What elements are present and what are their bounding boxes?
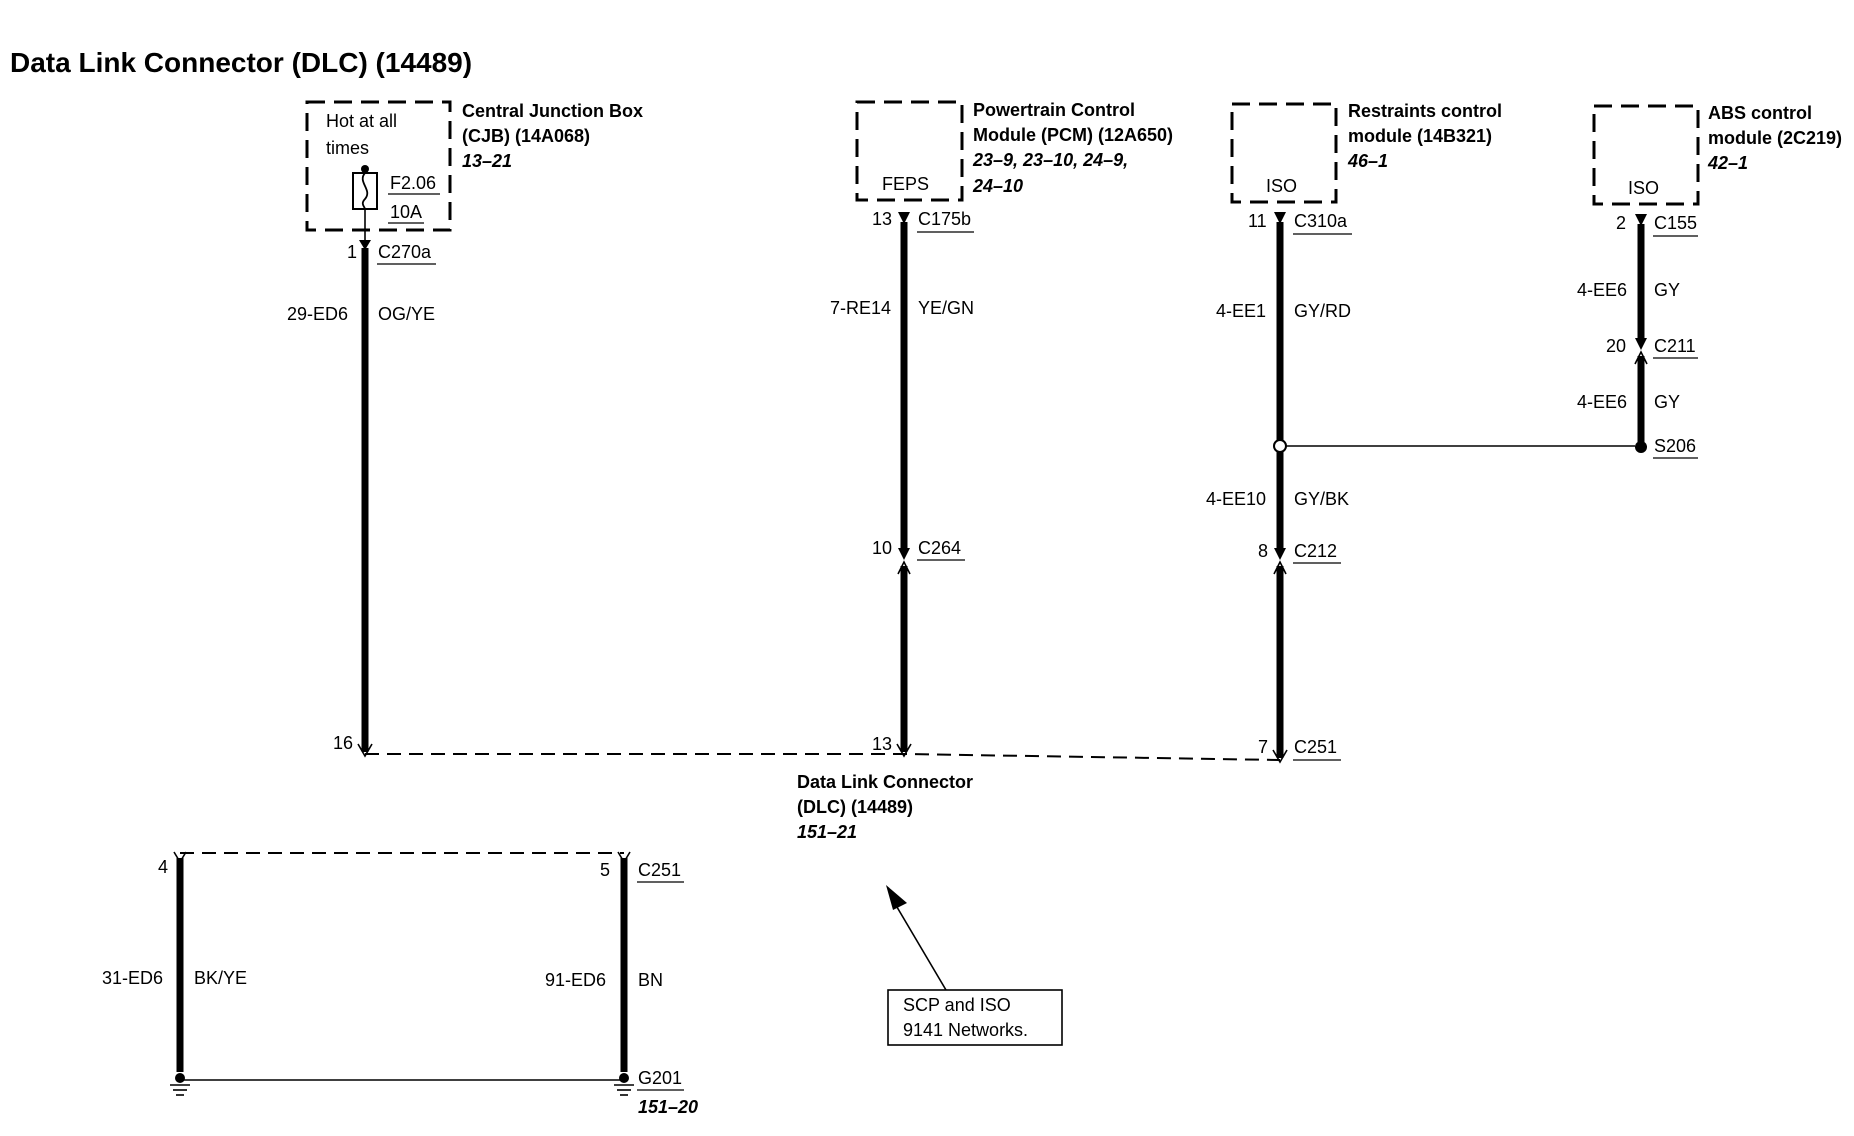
- pin-label: 5: [600, 860, 610, 880]
- circuit-label: 4-EE10: [1206, 489, 1266, 509]
- pin-label: 7: [1258, 737, 1268, 757]
- pin-label: 1: [347, 242, 357, 262]
- callout-text-2: 9141 Networks.: [903, 1020, 1028, 1040]
- wire-color-label: GY: [1654, 392, 1680, 412]
- callout-text: SCP and ISO: [903, 995, 1011, 1015]
- pin-label: 13: [872, 734, 892, 754]
- connector-label: C211: [1654, 336, 1696, 356]
- pin-label: 13: [872, 209, 892, 229]
- ground-icon: [170, 1073, 190, 1096]
- rcm-module-box: [1230, 102, 1338, 204]
- circuit-label: 7-RE14: [830, 298, 891, 318]
- circuit-label: 91-ED6: [545, 970, 606, 990]
- cjb-name: Central Junction Box: [462, 101, 643, 121]
- dlc-name-2: (DLC) (14489): [797, 797, 913, 817]
- splice-dot: [1635, 441, 1647, 453]
- ground-icon: [614, 1073, 634, 1096]
- cjb-name-2: (CJB) (14A068): [462, 126, 590, 146]
- fuse-rating: 10A: [390, 202, 422, 222]
- pin-label: 2: [1616, 213, 1626, 233]
- connector-label: C175b: [918, 209, 971, 229]
- ground-ref: 151–20: [638, 1097, 698, 1117]
- dlc-name: Data Link Connector: [797, 772, 973, 792]
- rcm-name-2: module (14B321): [1348, 126, 1492, 146]
- pin-label: 20: [1606, 336, 1626, 356]
- circuit-label: 29-ED6: [287, 304, 348, 324]
- abs-module-box: [1592, 104, 1700, 206]
- pcm-ref: 23–9, 23–10, 24–9,: [972, 150, 1128, 170]
- rcm-ref: 46–1: [1347, 151, 1388, 171]
- callout-box: [887, 989, 1063, 1046]
- pcm-inner-label: FEPS: [882, 174, 929, 194]
- connector-arrow-icon: [359, 240, 371, 250]
- pcm-module-box: [855, 100, 964, 202]
- callout-arrow-line: [893, 901, 947, 991]
- connector-arrow-icon: [1635, 214, 1647, 226]
- wire-color-label: YE/GN: [918, 298, 974, 318]
- connector-arrow-icon: [1274, 212, 1286, 224]
- wire-color-label: BK/YE: [194, 968, 247, 988]
- pcm-name: Powertrain Control: [973, 100, 1135, 120]
- connector-label: C264: [918, 538, 961, 558]
- abs-ref: 42–1: [1707, 153, 1748, 173]
- fuse-label: F2.06: [390, 173, 436, 193]
- circuit-label: 31-ED6: [102, 968, 163, 988]
- splice-label: S206: [1654, 436, 1696, 456]
- connector-label: C155: [1654, 213, 1697, 233]
- abs-name: ABS control: [1708, 103, 1812, 123]
- pin-label: 10: [872, 538, 892, 558]
- connector-label: C270a: [378, 242, 432, 262]
- page-title: Data Link Connector (DLC) (14489): [10, 47, 472, 78]
- circuit-label: 4-EE1: [1216, 301, 1266, 321]
- circuit-label: 4-EE6: [1577, 392, 1627, 412]
- pin-label: 16: [333, 733, 353, 753]
- wire-color-label: GY/RD: [1294, 301, 1351, 321]
- dlc-connector-outline: [365, 753, 1281, 761]
- pcm-ref-2: 24–10: [972, 176, 1023, 196]
- cjb-hot-label: Hot at all: [326, 111, 397, 131]
- connector-arrow-icon: [898, 212, 910, 224]
- wire-color-label: GY/BK: [1294, 489, 1349, 509]
- cjb-hot-label-2: times: [326, 138, 369, 158]
- connector-label: C212: [1294, 541, 1337, 561]
- rcm-name: Restraints control: [1348, 101, 1502, 121]
- dlc-ref: 151–21: [797, 822, 857, 842]
- circuit-label: 4-EE6: [1577, 280, 1627, 300]
- connector-label: C310a: [1294, 211, 1348, 231]
- abs-inner-label: ISO: [1628, 178, 1659, 198]
- wire-color-label: OG/YE: [378, 304, 435, 324]
- connector-label: C251: [1294, 737, 1337, 757]
- pin-label: 4: [158, 857, 168, 877]
- cjb-module-box: [305, 100, 452, 232]
- abs-name-2: module (2C219): [1708, 128, 1842, 148]
- pcm-name-2: Module (PCM) (12A650): [973, 125, 1173, 145]
- ground-label: G201: [638, 1068, 682, 1088]
- splice-node: [1273, 439, 1287, 453]
- cjb-ref: 13–21: [462, 151, 512, 171]
- pin-label: 8: [1258, 541, 1268, 561]
- pin-label: 11: [1248, 211, 1267, 231]
- rcm-inner-label: ISO: [1266, 176, 1297, 196]
- fuse-icon: [352, 165, 378, 210]
- wire-color-label: BN: [638, 970, 663, 990]
- arrow-icon: [886, 885, 907, 910]
- wire-color-label: GY: [1654, 280, 1680, 300]
- connector-label: C251: [638, 860, 681, 880]
